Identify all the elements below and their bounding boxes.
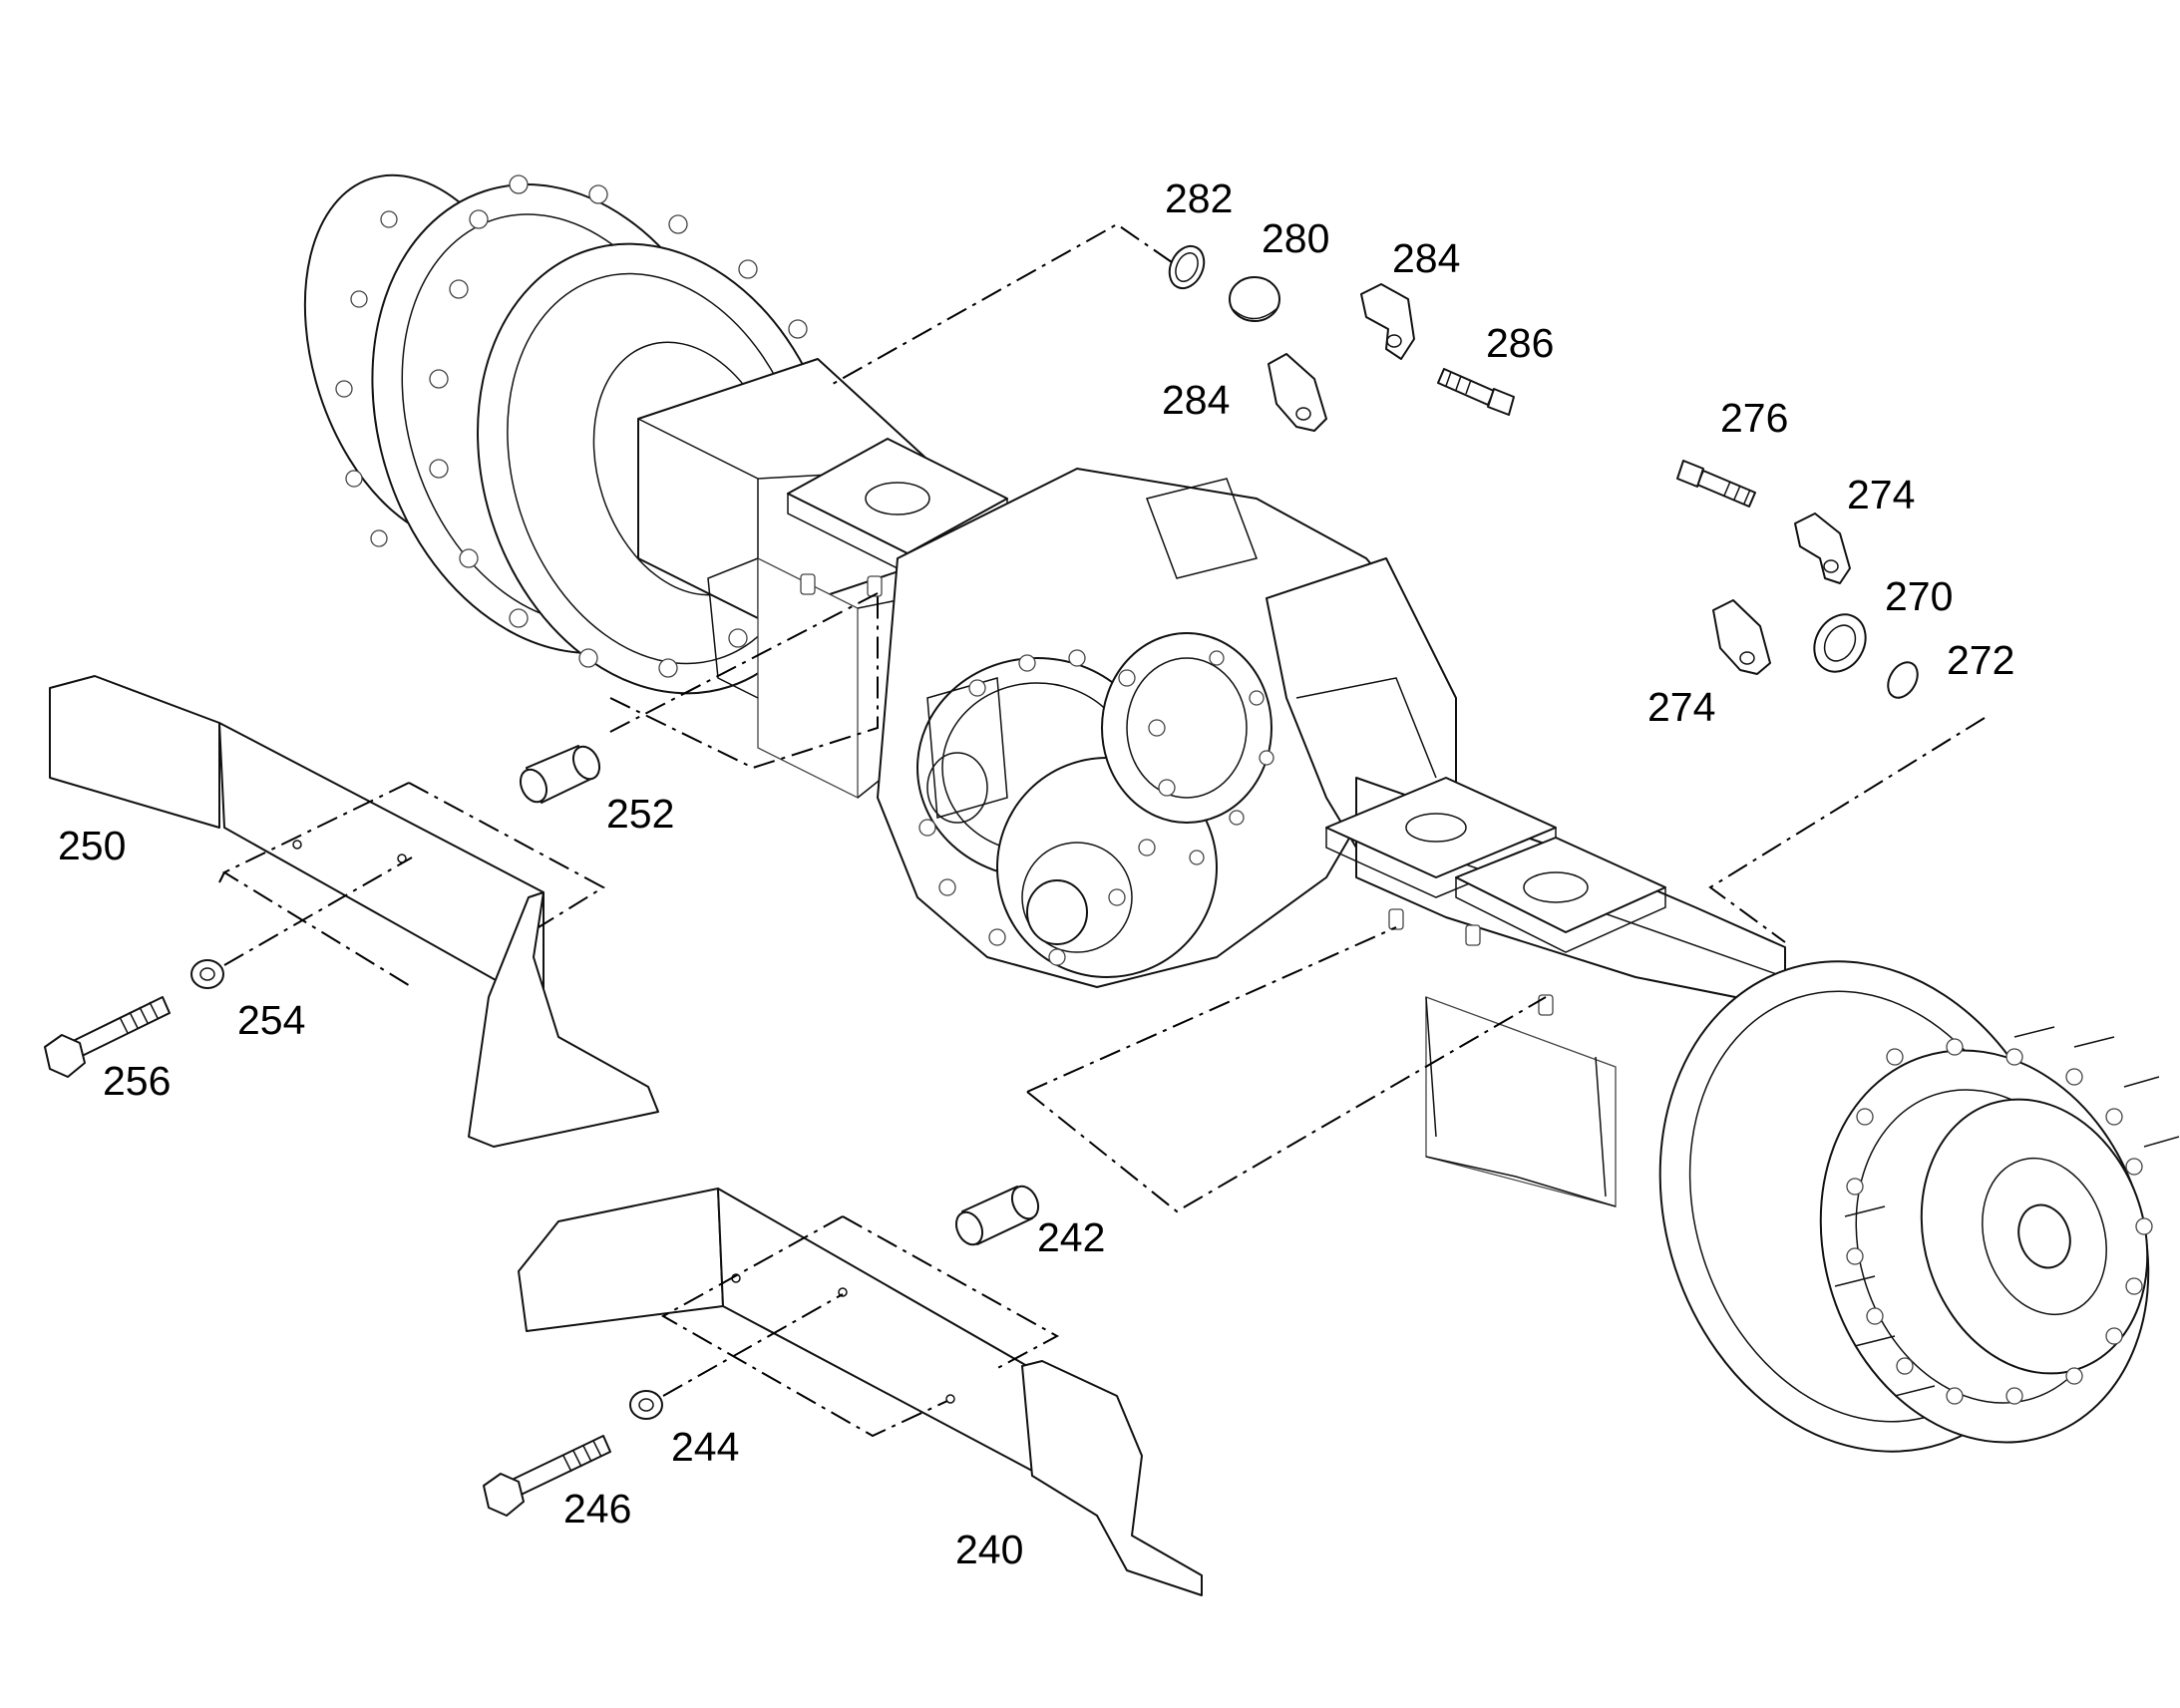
callout-246: 246 bbox=[563, 1486, 631, 1532]
washer-244 bbox=[629, 1390, 663, 1420]
callout-284-lower: 284 bbox=[1162, 377, 1230, 423]
callout-270: 270 bbox=[1885, 573, 1953, 619]
callout-250: 250 bbox=[58, 823, 126, 868]
callout-labels: 282 280 284 286 284 276 274 270 272 274 … bbox=[58, 175, 2014, 1572]
callout-242: 242 bbox=[1037, 1214, 1105, 1260]
callout-254: 254 bbox=[237, 997, 305, 1043]
callout-284-upper: 284 bbox=[1392, 235, 1460, 281]
right-lower-bracket bbox=[1425, 996, 1617, 1207]
bolt-276 bbox=[1676, 460, 1756, 508]
washer-254 bbox=[190, 959, 224, 989]
callout-286: 286 bbox=[1486, 320, 1554, 366]
clamp-274-upper bbox=[1794, 512, 1851, 584]
callout-256: 256 bbox=[103, 1058, 171, 1104]
bushing-252 bbox=[519, 745, 601, 804]
callout-240: 240 bbox=[955, 1527, 1023, 1572]
cap-280 bbox=[1229, 276, 1280, 322]
bolt-286 bbox=[1437, 368, 1515, 416]
leader-lines bbox=[218, 222, 1986, 1438]
bolt-246 bbox=[483, 1435, 611, 1517]
clamp-284-upper bbox=[1360, 283, 1415, 360]
callout-274-upper: 274 bbox=[1847, 472, 1915, 517]
guard-250 bbox=[49, 675, 659, 1148]
bolt-256 bbox=[44, 996, 171, 1078]
callout-252: 252 bbox=[606, 791, 674, 837]
guard-240 bbox=[518, 1188, 1203, 1596]
callout-280: 280 bbox=[1262, 215, 1329, 261]
callout-274-lower: 274 bbox=[1647, 684, 1715, 730]
right-wheel-hub bbox=[1658, 960, 2180, 1453]
axle-assembly bbox=[303, 173, 2180, 1453]
seal-270 bbox=[1813, 613, 1867, 673]
retaining-ring-272 bbox=[1887, 661, 1919, 699]
clamp-274-lower bbox=[1712, 599, 1771, 675]
callout-272: 272 bbox=[1947, 637, 2014, 683]
callout-244: 244 bbox=[671, 1424, 739, 1470]
retaining-ring-282 bbox=[1168, 244, 1206, 290]
callout-276: 276 bbox=[1720, 395, 1788, 441]
clamp-284-lower bbox=[1268, 353, 1327, 432]
callout-282: 282 bbox=[1165, 175, 1233, 221]
bushing-242 bbox=[954, 1185, 1040, 1246]
